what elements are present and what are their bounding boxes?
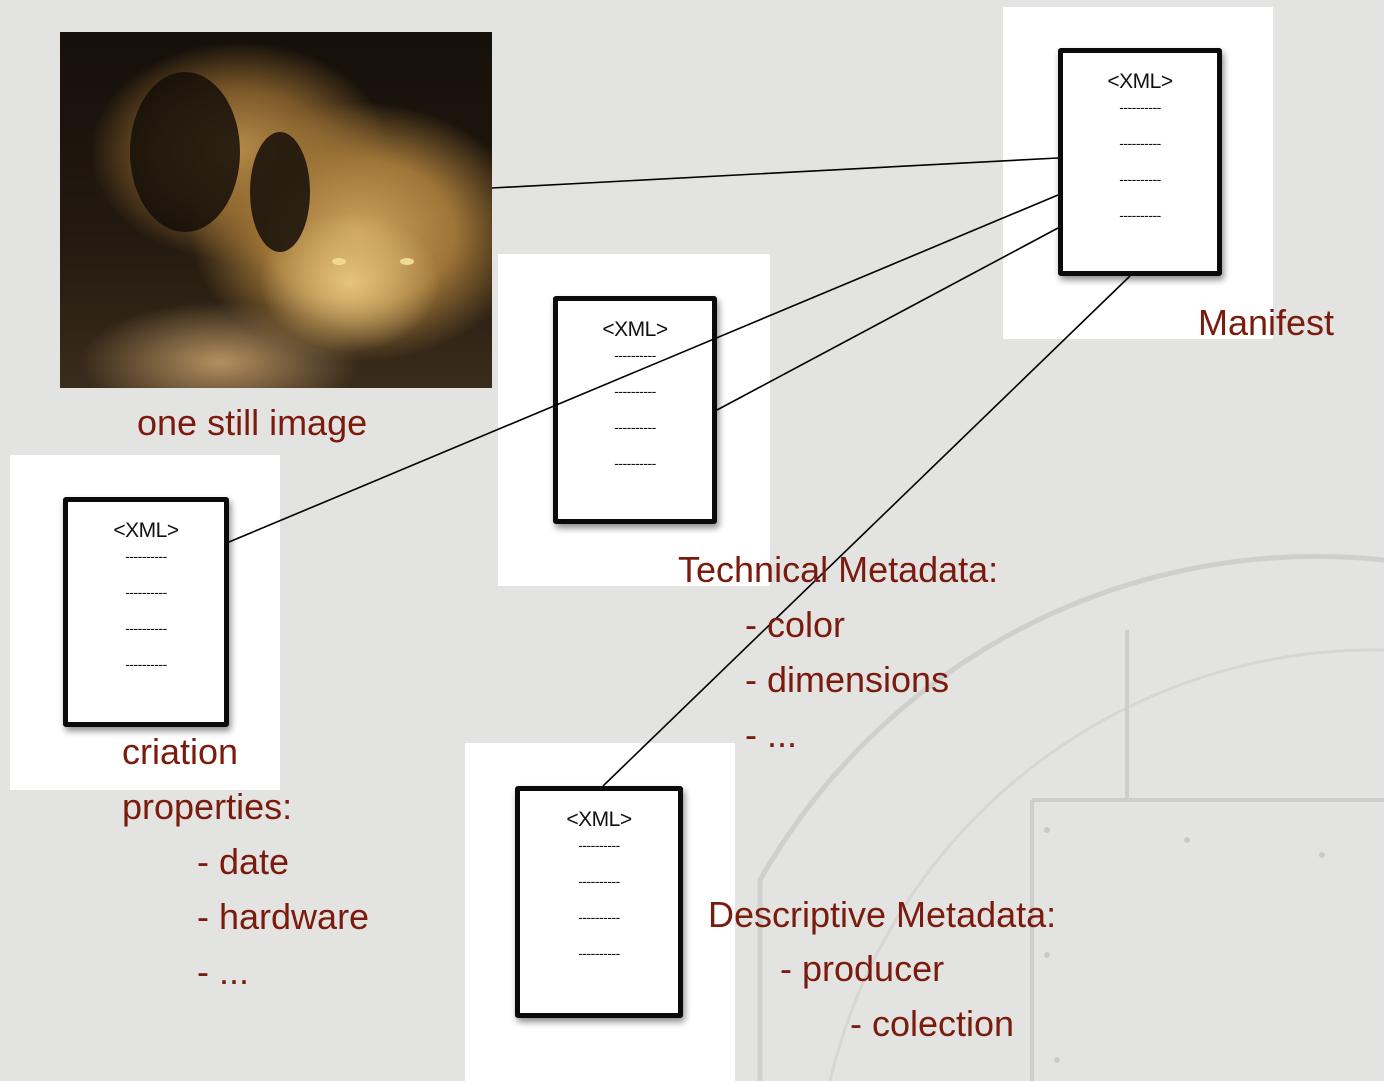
descriptive-title: Descriptive Metadata: xyxy=(708,894,1057,935)
xml-line: ---------- xyxy=(614,456,656,470)
xml-tag: <XML> xyxy=(602,318,668,341)
lion-photo xyxy=(60,32,492,388)
xml-line: ---------- xyxy=(125,621,167,635)
xml-line: ---------- xyxy=(614,384,656,398)
xml-line: ---------- xyxy=(1119,172,1161,186)
creation-item-hardware: - hardware xyxy=(197,896,370,937)
descriptive-item-producer: - producer xyxy=(780,948,945,989)
technical-item-more: - ... xyxy=(745,714,797,755)
xml-tag: <XML> xyxy=(566,808,632,831)
xml-line: ---------- xyxy=(614,348,656,362)
xml-line: ---------- xyxy=(125,585,167,599)
xml-line: ---------- xyxy=(578,874,620,888)
xml-line: ---------- xyxy=(614,420,656,434)
creation-item-date: - date xyxy=(197,841,290,882)
lion-eye-left xyxy=(332,258,346,265)
creation-xml-doc: <XML> ---------- ---------- ---------- -… xyxy=(63,497,229,727)
creation-title-line2: properties: xyxy=(122,786,293,827)
xml-line: ---------- xyxy=(125,549,167,563)
xml-line: ---------- xyxy=(1119,100,1161,114)
technical-xml-doc: <XML> ---------- ---------- ---------- -… xyxy=(553,296,717,524)
creation-item-more: - ... xyxy=(197,951,249,992)
technical-item-dimensions: - dimensions xyxy=(745,659,950,700)
technical-title: Technical Metadata: xyxy=(678,549,999,590)
xml-line: ---------- xyxy=(1119,208,1161,222)
xml-line: ---------- xyxy=(125,657,167,671)
xml-tag: <XML> xyxy=(1107,70,1173,93)
technical-item-color: - color xyxy=(745,604,846,645)
xml-line: ---------- xyxy=(1119,136,1161,150)
xml-line: ---------- xyxy=(578,946,620,960)
manifest-xml-doc: <XML> ---------- ---------- ---------- -… xyxy=(1058,48,1222,276)
xml-line: ---------- xyxy=(578,910,620,924)
lion-eye-right xyxy=(400,258,414,265)
still-image-label: one still image xyxy=(137,402,368,443)
manifest-label: Manifest xyxy=(1198,302,1335,343)
xml-tag: <XML> xyxy=(113,519,179,542)
descriptive-item-collection: - colection xyxy=(850,1003,1015,1044)
xml-line: ---------- xyxy=(578,838,620,852)
creation-title-line1: criation xyxy=(122,731,239,772)
descriptive-xml-doc: <XML> ---------- ---------- ---------- -… xyxy=(515,786,683,1018)
